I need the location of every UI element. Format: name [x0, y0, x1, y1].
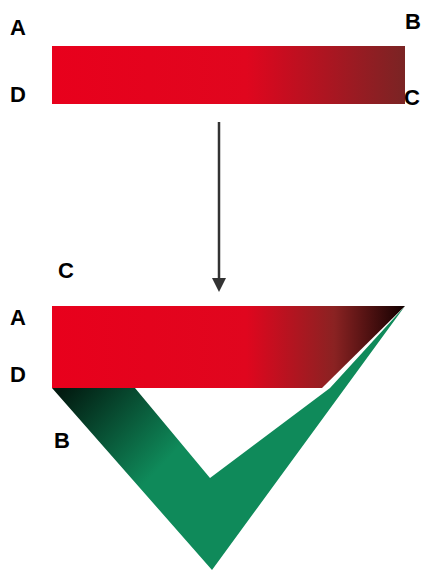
- folded-back: [52, 306, 405, 570]
- corner-label: C: [404, 87, 420, 109]
- corner-label: A: [10, 17, 26, 39]
- corner-label: B: [54, 430, 70, 452]
- corner-label: A: [10, 307, 26, 329]
- corner-label: C: [58, 260, 74, 282]
- corner-label: D: [10, 364, 26, 386]
- arrow-head: [212, 278, 226, 292]
- folded-front: [52, 306, 405, 388]
- corner-label: D: [10, 84, 26, 106]
- corner-label: B: [405, 11, 421, 33]
- fold-arrow: [218, 122, 221, 280]
- paper-strip: [52, 46, 405, 104]
